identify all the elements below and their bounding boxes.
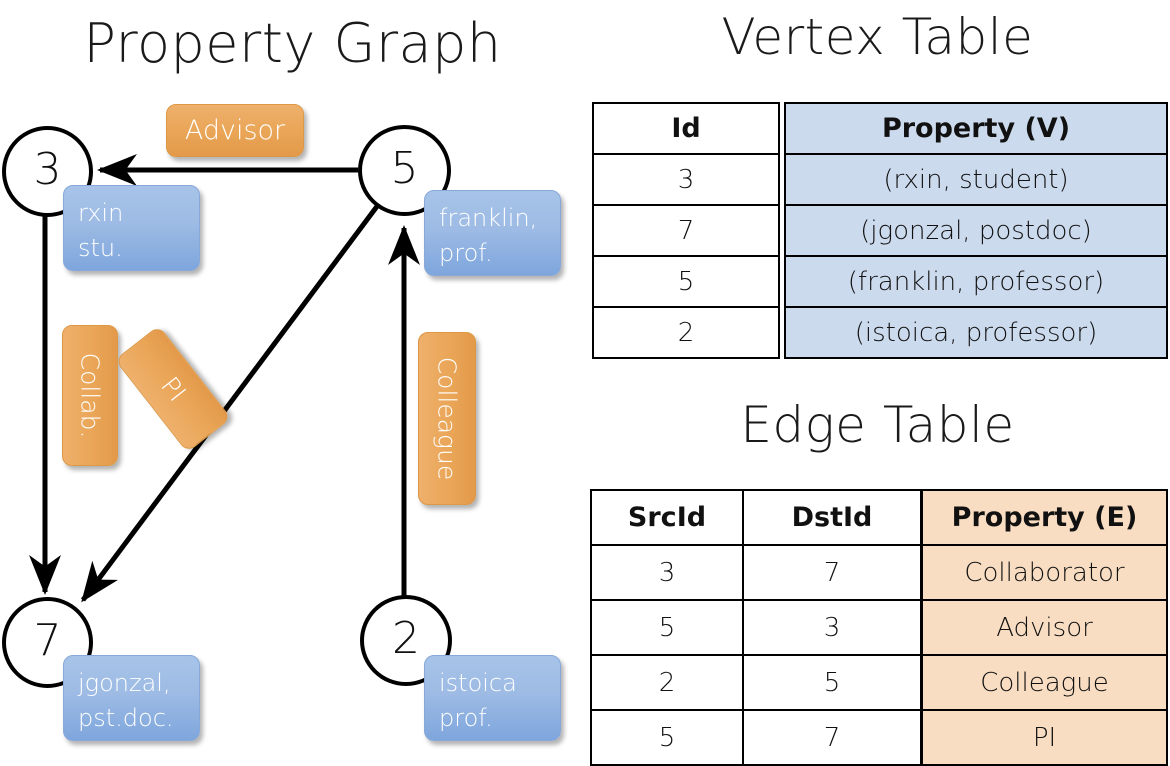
vertex-id-cell: 7 — [592, 204, 780, 257]
property-graph-panel: Property Graph 3 5 7 2 rxin stu. frankli… — [0, 0, 585, 760]
vertex-property-cell: (jgonzal, postdoc) — [784, 204, 1168, 257]
table-row: Collaborator — [921, 544, 1168, 601]
table-row: (rxin, student) — [784, 153, 1168, 206]
graph-node-5-label: 5 — [390, 142, 419, 194]
table-row: Advisor — [921, 599, 1168, 656]
edge-label-colleague: Colleague — [418, 332, 476, 505]
table-row: 5 — [592, 255, 780, 308]
table-row: 2 5 — [590, 654, 922, 711]
edge-5-to-7 — [80, 203, 381, 603]
node-property-line-1: jgonzal, — [78, 669, 171, 697]
edge-label-colleague-text: Colleague — [432, 356, 462, 481]
edge-dstid-cell: 3 — [742, 599, 922, 656]
page-title-edge-table: Edge Table — [740, 396, 1015, 454]
vertex-id-cell: 5 — [592, 255, 780, 308]
node-property-line-1: rxin — [78, 199, 124, 227]
page-title-vertex-table: Vertex Table — [721, 8, 1034, 66]
edge-label-advisor: Advisor — [166, 104, 304, 157]
table-header-row: Property (V) — [784, 102, 1168, 155]
edge-table-id-columns: SrcId DstId 3 7 5 3 2 5 5 7 — [590, 489, 922, 766]
graph-node-2[interactable]: 2 — [360, 595, 452, 686]
page-title-property-graph: Property Graph — [83, 12, 502, 75]
graph-node-3-label: 3 — [33, 143, 62, 195]
table-row: 2 — [592, 306, 780, 359]
edge-label-advisor-text: Advisor — [184, 115, 286, 146]
vertex-table-header-id: Id — [592, 102, 780, 155]
graph-node-5[interactable]: 5 — [358, 125, 451, 216]
edge-property-cell: Colleague — [921, 654, 1168, 711]
node-property-line-2: pst.doc. — [78, 703, 174, 732]
edge-label-collab: Collab. — [62, 325, 118, 466]
vertex-property-cell: (istoica, professor) — [784, 306, 1168, 359]
edge-srcid-cell: 2 — [590, 654, 744, 711]
table-row: 7 — [592, 204, 780, 257]
table-header-row: Property (E) — [921, 489, 1168, 546]
edge-table-property-column: Property (E) Collaborator Advisor Collea… — [921, 489, 1168, 766]
edge-table-header-property: Property (E) — [921, 489, 1168, 546]
vertex-id-cell: 3 — [592, 153, 780, 206]
node-property-line-2: prof. — [439, 703, 493, 732]
edge-dstid-cell: 5 — [742, 654, 922, 711]
edge-label-collab-text: Collab. — [75, 352, 105, 439]
node-property-line-1: istoica — [439, 669, 517, 697]
vertex-id-cell: 2 — [592, 306, 780, 359]
edge-srcid-cell: 3 — [590, 544, 744, 601]
node-property-callout-rxin: rxin stu. — [63, 185, 200, 271]
table-row: PI — [921, 709, 1168, 766]
vertex-table-header-property: Property (V) — [784, 102, 1168, 155]
edge-srcid-cell: 5 — [590, 599, 744, 656]
node-property-callout-franklin: franklin, prof. — [424, 190, 561, 276]
edge-property-cell: Collaborator — [921, 544, 1168, 601]
vertex-property-cell: (rxin, student) — [784, 153, 1168, 206]
node-property-line-1: franklin, — [439, 204, 538, 232]
edge-label-pi-text: PI — [154, 371, 192, 407]
edge-property-cell: PI — [921, 709, 1168, 766]
graph-node-7-label: 7 — [33, 614, 62, 666]
graph-edges-svg — [29, 154, 420, 603]
table-row: (istoica, professor) — [784, 306, 1168, 359]
vertex-property-cell: (franklin, professor) — [784, 255, 1168, 308]
node-property-callout-jgonzal: jgonzal, pst.doc. — [63, 655, 200, 741]
vertex-table-property-column: Property (V) (rxin, student) (jgonzal, p… — [784, 102, 1168, 359]
node-property-line-2: prof. — [439, 238, 493, 267]
table-row: (jgonzal, postdoc) — [784, 204, 1168, 257]
edge-srcid-cell: 5 — [590, 709, 744, 766]
table-header-row: Id — [592, 102, 780, 155]
table-row: 5 3 — [590, 599, 922, 656]
edge-dstid-cell: 7 — [742, 544, 922, 601]
node-property-callout-istoica: istoica prof. — [424, 655, 561, 741]
table-row: (franklin, professor) — [784, 255, 1168, 308]
graph-node-2-label: 2 — [392, 612, 420, 664]
node-property-line-2: stu. — [78, 233, 123, 262]
edge-table-header-dstid: DstId — [742, 489, 922, 546]
table-row: 3 7 — [590, 544, 922, 601]
edge-property-cell: Advisor — [921, 599, 1168, 656]
table-row: Colleague — [921, 654, 1168, 711]
vertex-table-id-column: Id 3 7 5 2 — [592, 102, 780, 359]
table-header-row: SrcId DstId — [590, 489, 922, 546]
table-row: 3 — [592, 153, 780, 206]
table-row: 5 7 — [590, 709, 922, 766]
edge-dstid-cell: 7 — [742, 709, 922, 766]
edge-table-header-srcid: SrcId — [590, 489, 744, 546]
